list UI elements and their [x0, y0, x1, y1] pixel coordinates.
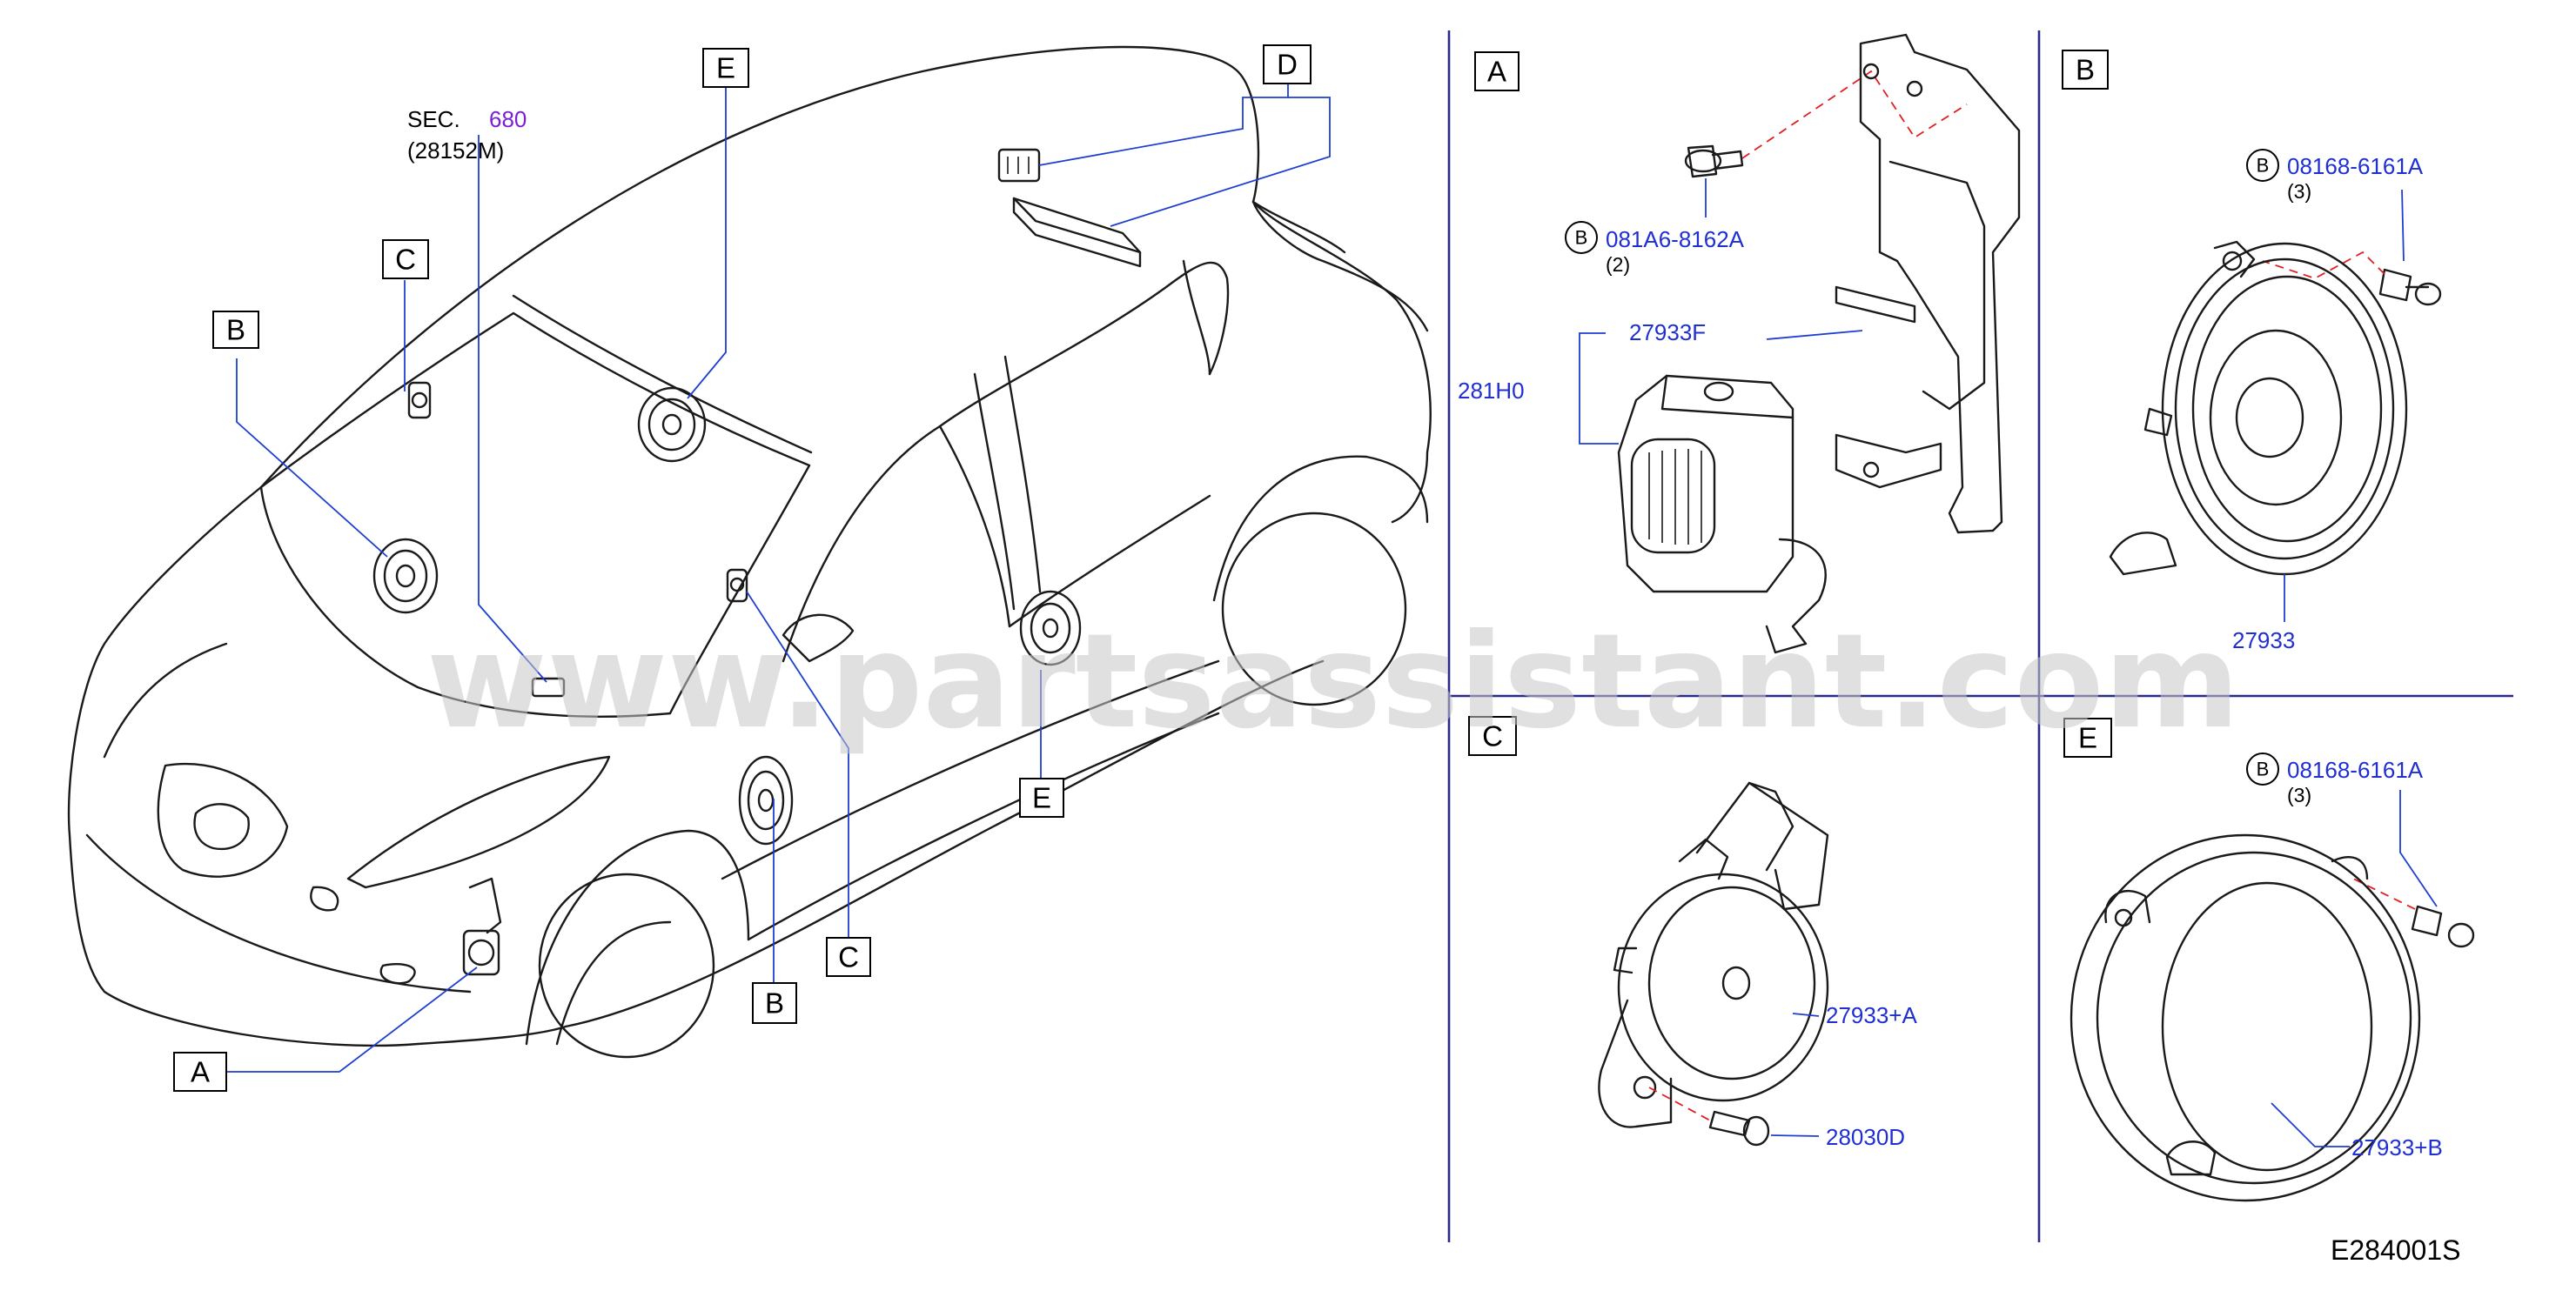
panel-e-speaker-part[interactable]: 27933+B	[2351, 1134, 2443, 1161]
sec-ref-number[interactable]: 680	[489, 106, 527, 132]
panel-dividers	[1447, 30, 2513, 1242]
callout-d-text: D	[1277, 49, 1298, 81]
callout-c-pillar: C	[382, 239, 429, 279]
callout-b-dash-text: B	[226, 314, 245, 346]
panel-b: B B 08168-6161A (3) 27933	[2062, 50, 2442, 653]
panel-e-speaker-icon	[2070, 833, 2421, 1202]
panel-b-bolt-ref: B	[2246, 149, 2279, 182]
panel-e-bolt-part[interactable]: 08168-6161A	[2287, 757, 2424, 783]
panel-a-bolt-part[interactable]: 081A6-8162A	[1606, 226, 1745, 252]
component-c-a-pillar-icon	[407, 381, 432, 419]
panel-a-bolt-ref-text: B	[1575, 227, 1588, 249]
panel-c-label: C	[1468, 716, 1517, 756]
panel-a-bracket-part[interactable]: 27933F	[1629, 319, 1706, 345]
component-e-side-icon	[1019, 590, 1082, 666]
callout-d: D	[1263, 44, 1311, 84]
car-outline	[67, 45, 1432, 1059]
callout-a-text: A	[191, 1056, 210, 1088]
sec-ref-sub: (28152M)	[407, 137, 504, 164]
panel-a-bracket-icon	[1835, 33, 2021, 534]
sec-ref-prefix: SEC.	[407, 106, 460, 132]
callout-b-dash: B	[212, 311, 259, 349]
panel-a-vsp-unit-icon	[1617, 374, 1827, 654]
component-b-dash-icon	[372, 538, 439, 614]
panel-c: C 27933+A 28030D	[1468, 716, 1917, 1150]
watermark-text: www.partsassistant.com	[426, 606, 2240, 758]
panel-b-bolt-icon	[2378, 268, 2442, 306]
callout-b-door-text: B	[765, 987, 784, 1020]
panel-b-speaker-icon	[2109, 240, 2408, 576]
panel-b-bolt-ref-text: B	[2257, 155, 2270, 177]
panel-e-bolt-qty: (3)	[2287, 784, 2311, 806]
panel-e-label: E	[2063, 718, 2112, 758]
callout-c-door: C	[826, 937, 871, 977]
car-components	[372, 148, 1142, 976]
component-c-door-icon	[726, 568, 748, 603]
callout-b-door: B	[752, 982, 797, 1024]
panel-b-label: B	[2062, 50, 2109, 90]
panel-c-tweeter-icon	[1598, 781, 1829, 1128]
callout-e-top: E	[702, 48, 749, 88]
panel-c-label-text: C	[1482, 720, 1503, 753]
panel-e-bolt-ref-text: B	[2257, 759, 2270, 780]
panel-c-screw-icon	[1708, 1110, 1770, 1147]
callout-c-pillar-text: C	[395, 244, 416, 276]
component-d-connector-icon	[997, 148, 1041, 183]
panel-e-label-text: E	[2078, 722, 2097, 754]
panel-a-assembly-part[interactable]: 281H0	[1458, 378, 1525, 404]
panel-c-screw-part[interactable]: 28030D	[1826, 1124, 1905, 1150]
callout-c-door-text: C	[838, 941, 859, 973]
panel-e: E B 08168-6161A (3) 27933+B	[2063, 718, 2475, 1202]
panel-a-bolt-ref: B	[1565, 221, 1598, 254]
callout-a: A	[173, 1052, 227, 1092]
panel-a-label-text: A	[1487, 56, 1506, 88]
callout-e-side-text: E	[1032, 782, 1051, 814]
panel-b-label-text: B	[2076, 54, 2095, 86]
panel-a: A	[1458, 33, 2021, 654]
diagram-code: E284001S	[2331, 1234, 2460, 1266]
panel-a-bolt-qty: (2)	[1606, 253, 1630, 276]
sec-680-part-icon	[531, 677, 566, 698]
component-e-rear-icon	[637, 386, 707, 463]
panel-c-tweeter-part[interactable]: 27933+A	[1826, 1002, 1917, 1028]
component-d-module-icon	[1012, 197, 1142, 268]
panel-a-bolt-icon	[1684, 144, 1744, 178]
callout-e-side: E	[1019, 778, 1064, 818]
panel-e-bolt-ref: B	[2246, 753, 2279, 786]
panel-a-label: A	[1474, 51, 1519, 91]
panel-b-bolt-qty: (3)	[2287, 180, 2311, 203]
callout-e-top-text: E	[716, 52, 735, 84]
panel-b-speaker-part[interactable]: 27933	[2232, 627, 2295, 653]
panel-e-bolt-icon	[2411, 905, 2475, 948]
component-a-icon	[462, 877, 502, 976]
panel-b-bolt-part[interactable]: 08168-6161A	[2287, 153, 2424, 179]
component-b-door-icon	[738, 755, 794, 846]
car-leader-lines	[226, 84, 1331, 1073]
